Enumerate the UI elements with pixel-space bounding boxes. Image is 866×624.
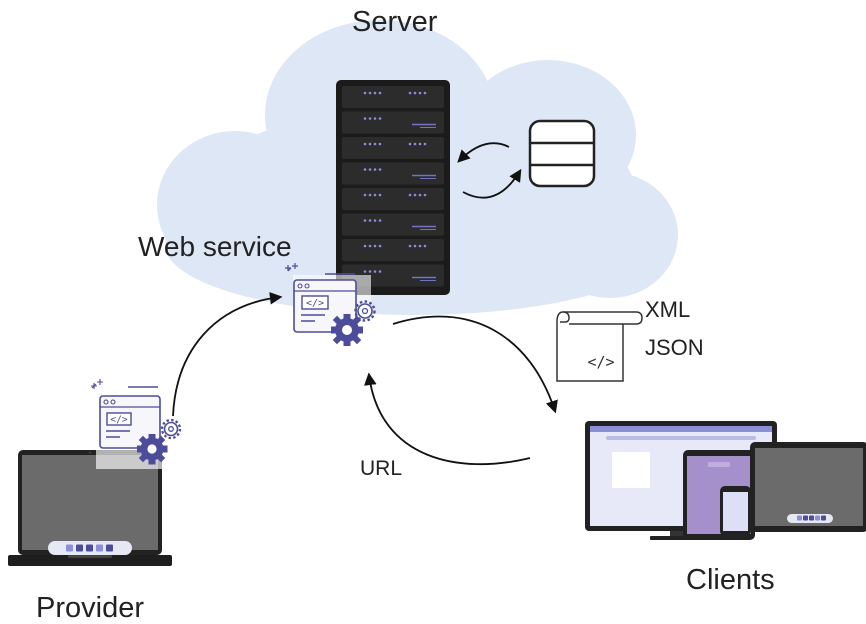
tablet-dock [787, 514, 833, 523]
server-rack-icon [336, 80, 450, 295]
code-glyph: </> [306, 298, 324, 309]
dock-dot [809, 515, 814, 521]
small-gear-icon [354, 300, 376, 322]
laptop-dock [48, 541, 132, 555]
web-service-label: Web service [138, 231, 292, 262]
rack-unit [342, 137, 444, 159]
large-gear-icon [331, 314, 363, 346]
clients-label: Clients [686, 564, 775, 596]
web-service-icon: </> [285, 263, 376, 349]
dock-dot [66, 544, 73, 552]
provider-code-glyph: </> [110, 415, 127, 426]
provider-label: Provider [36, 592, 144, 624]
xml-label: XML [645, 297, 691, 322]
dock-dot [106, 544, 113, 552]
laptop-icon [8, 450, 172, 566]
url-label: URL [360, 457, 403, 480]
dock-dot [797, 515, 802, 521]
rack-unit [342, 188, 444, 210]
dock-dot [821, 515, 826, 521]
rack-unit [342, 239, 444, 261]
database-icon [528, 119, 596, 188]
rack-unit [342, 111, 444, 134]
dock-dot [803, 515, 808, 521]
provider-to-webservice-arrow [172, 291, 283, 417]
json-label: JSON [645, 335, 704, 360]
dock-dot [76, 544, 83, 552]
webservice-to-clients-arrow [392, 315, 558, 414]
provider-web-service-icon: </> [91, 379, 182, 469]
phone-icon [720, 486, 751, 536]
db-to-server-arrow [457, 142, 510, 163]
clients-devices [585, 421, 866, 540]
document-code-glyph: </> [587, 353, 614, 371]
rack-unit [342, 162, 444, 185]
clients-to-webservice-arrow [364, 372, 531, 466]
dock-dot [815, 515, 820, 521]
rack-unit [342, 86, 444, 108]
server-label: Server [352, 6, 438, 38]
rack-unit [342, 213, 444, 236]
provider-small-gear-icon [160, 418, 182, 440]
dock-dot [86, 544, 93, 552]
document-scroll-icon: </> [556, 311, 643, 382]
server-to-db-arrow [462, 168, 522, 199]
tablet-landscape-icon [750, 442, 866, 532]
dock-dot [96, 544, 103, 552]
provider-large-gear-icon [137, 434, 168, 465]
